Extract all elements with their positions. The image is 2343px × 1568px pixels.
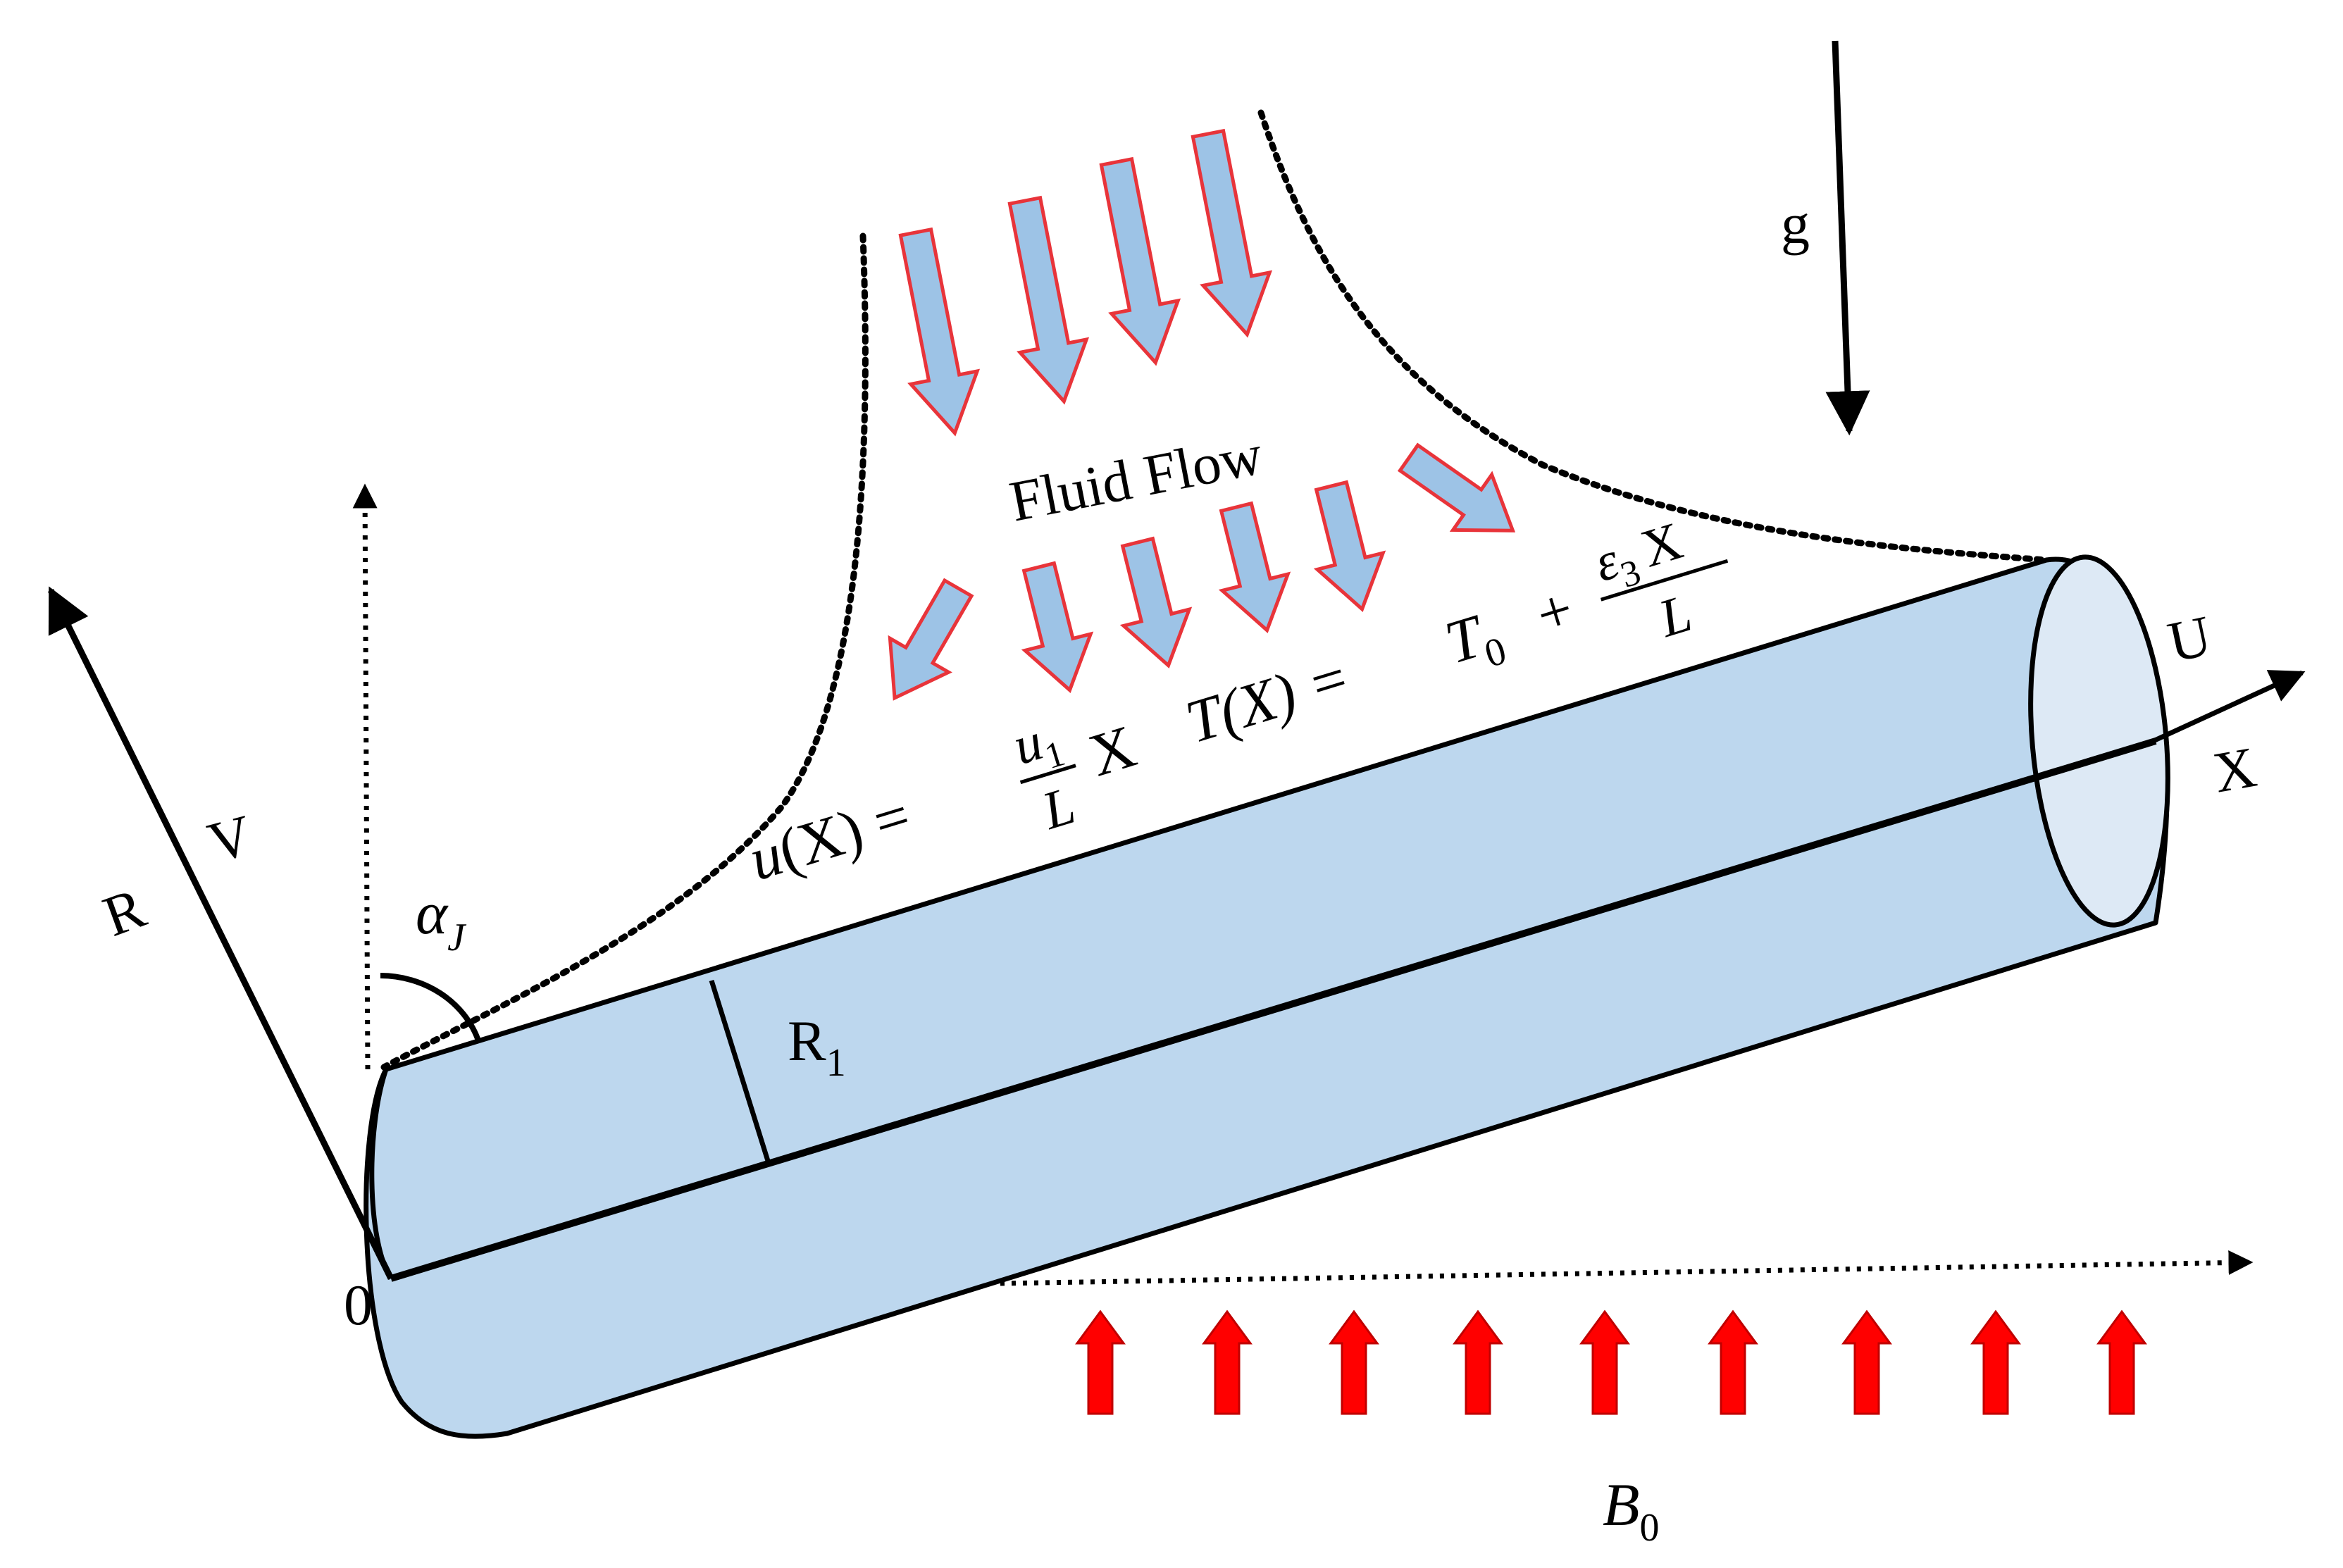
angle-label-sub: J xyxy=(447,916,467,959)
flow-arrow xyxy=(883,226,988,440)
radius-label-main: R xyxy=(788,1009,826,1073)
horizontal-reference-arrow xyxy=(1000,1250,2254,1286)
svg-text:T0: T0 xyxy=(1438,597,1512,686)
flow-arrow xyxy=(865,571,987,715)
flow-arrows xyxy=(865,127,1532,715)
temp-eq-num-tail: X xyxy=(1635,511,1689,578)
field-arrow xyxy=(1708,1310,1758,1415)
magnetic-field-arrows xyxy=(1076,1310,2146,1415)
velocity-eq-fraction-bar xyxy=(1019,764,1076,785)
velocity-eq-tail: X xyxy=(1081,712,1143,790)
velocity-eq-arg: (X) = xyxy=(771,780,918,884)
origin-label: 0 xyxy=(344,1273,373,1337)
x-axis-label: X xyxy=(2208,735,2261,805)
field-arrow xyxy=(1580,1310,1629,1415)
radius-line xyxy=(709,979,771,1162)
flow-arrow xyxy=(1105,534,1201,673)
flow-arrow xyxy=(1203,499,1300,638)
cylinder-axis xyxy=(390,738,2157,1282)
temp-eq-den: L xyxy=(1652,583,1698,649)
r-axis-arrow xyxy=(47,586,394,1280)
flow-arrow xyxy=(992,194,1098,408)
field-label-main: B xyxy=(1603,1471,1640,1538)
flow-arrow xyxy=(1298,478,1395,617)
u-axis-label: U xyxy=(2163,603,2217,674)
v-axis-label: V xyxy=(201,802,259,875)
field-arrow xyxy=(1971,1310,2020,1415)
field-label-sub: 0 xyxy=(1640,1506,1660,1550)
field-arrow xyxy=(1329,1310,1379,1415)
angle-label-main: α xyxy=(416,879,449,947)
radius-label: R1 xyxy=(788,1009,846,1085)
gravity-arrow xyxy=(1825,40,1870,436)
field-arrow xyxy=(2097,1310,2146,1415)
angle-label: αJ xyxy=(416,879,467,959)
angle-arc xyxy=(380,973,482,1044)
field-arrow xyxy=(1076,1310,1125,1415)
right-boundary-curve xyxy=(1257,109,2050,564)
flow-arrow xyxy=(1006,559,1102,698)
svg-text:u(X) =: u(X) = xyxy=(741,780,917,893)
field-arrow xyxy=(1842,1310,1891,1415)
velocity-eq-den: L xyxy=(1035,776,1081,841)
left-boundary-curve xyxy=(380,232,869,1071)
temp-eq-lhs: T(X) = xyxy=(1178,642,1357,756)
field-arrow xyxy=(1202,1310,1252,1415)
x-axis-arrow xyxy=(2147,670,2306,746)
flow-arrow xyxy=(1083,156,1189,369)
r-axis-label: R xyxy=(95,876,154,949)
flow-arrow xyxy=(1175,127,1281,341)
svg-text:u1: u1 xyxy=(1007,707,1070,785)
temp-eq-fraction-bar xyxy=(1600,559,1729,602)
vertical-reference-arrow xyxy=(352,483,378,1070)
field-label: B0 xyxy=(1603,1471,1660,1550)
temp-eq-plus: + xyxy=(1529,574,1581,649)
svg-text:T(X) =: T(X) = xyxy=(1178,642,1357,756)
radius-label-sub: 1 xyxy=(826,1041,846,1085)
field-arrow xyxy=(1453,1310,1503,1415)
gravity-label: g xyxy=(1781,192,1810,256)
